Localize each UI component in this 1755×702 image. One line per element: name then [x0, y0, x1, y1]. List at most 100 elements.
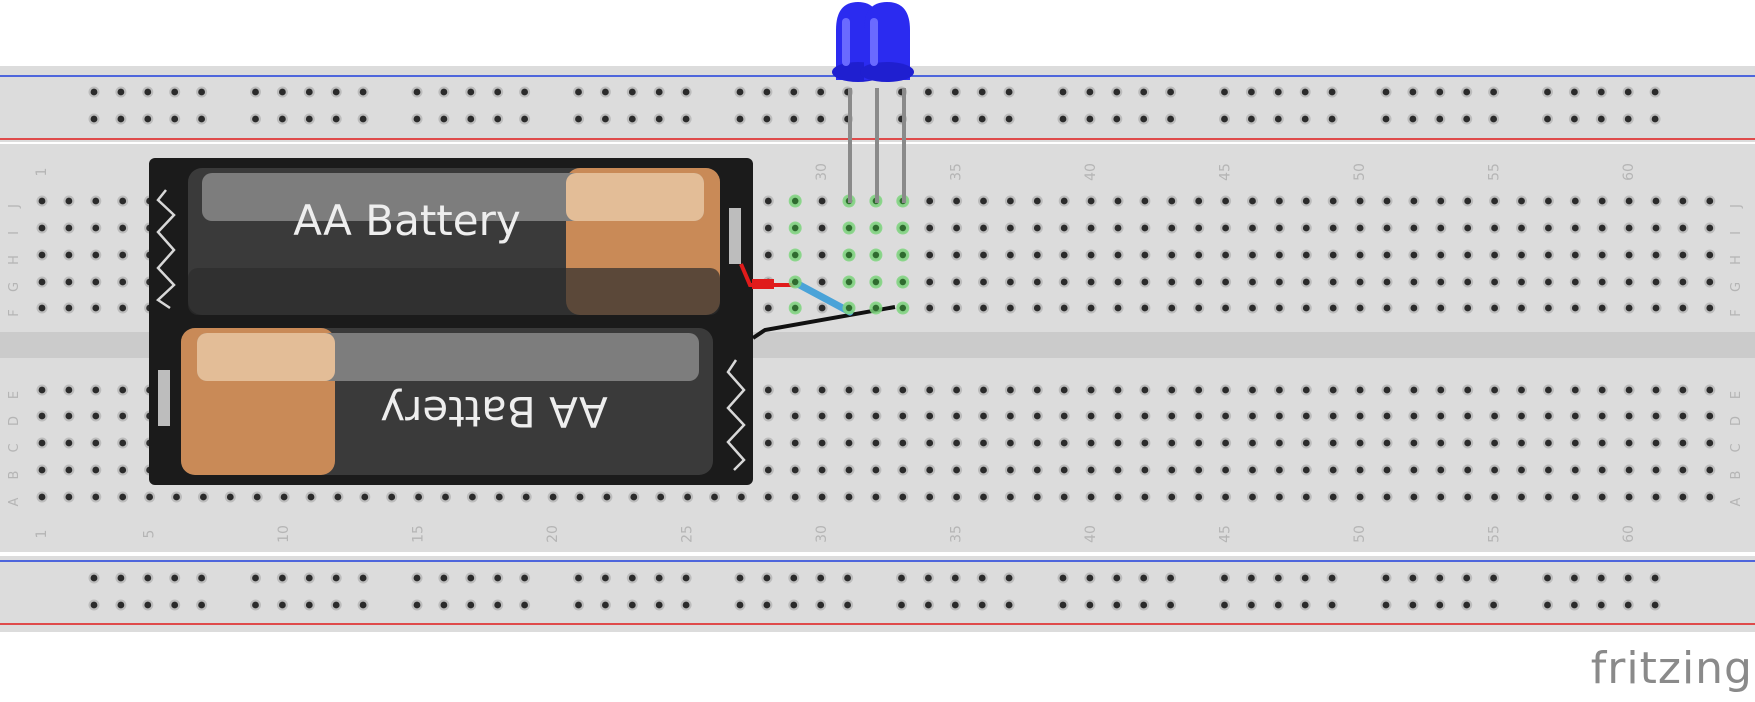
terminal-hole — [738, 493, 745, 501]
terminal-hole — [818, 304, 826, 312]
rail-hole — [925, 601, 932, 609]
rail-hole — [198, 115, 206, 123]
terminal-hole — [926, 466, 934, 474]
terminal-hole — [65, 278, 73, 286]
battery-pack[interactable]: AA Battery AA Battery — [149, 158, 753, 485]
terminal-hole — [1168, 251, 1176, 259]
terminal-hole — [1007, 197, 1014, 205]
rail-hole — [1436, 115, 1444, 123]
terminal-hole — [1222, 493, 1229, 501]
connected-hole — [899, 278, 906, 286]
terminal-hole — [953, 412, 960, 420]
terminal-hole — [522, 493, 530, 501]
rail-hole — [763, 601, 771, 609]
rail-hole — [117, 115, 125, 123]
terminal-hole — [1195, 304, 1203, 312]
connected-holes — [788, 194, 910, 315]
rail-hole — [198, 601, 206, 609]
terminal-hole — [119, 197, 127, 205]
rail-hole — [440, 115, 448, 123]
rail-hole — [1624, 574, 1632, 582]
rail-hole — [521, 115, 528, 123]
terminal-hole — [1625, 197, 1633, 205]
led-2[interactable] — [860, 2, 914, 203]
terminal-hole — [872, 439, 880, 447]
terminal-hole — [1141, 224, 1149, 232]
rail-hole — [494, 601, 502, 609]
terminal-hole — [980, 412, 987, 420]
rail-hole — [951, 574, 959, 582]
rail-hole — [1274, 115, 1282, 123]
terminal-hole — [1168, 493, 1176, 501]
terminal-hole — [791, 412, 799, 420]
terminal-hole — [1625, 224, 1633, 232]
terminal-hole — [953, 439, 960, 447]
terminal-hole — [1114, 251, 1122, 259]
terminal-hole — [92, 412, 100, 420]
rail-hole — [1463, 574, 1471, 582]
rail-hole — [1248, 574, 1255, 582]
terminal-hole — [1168, 304, 1176, 312]
rail-hole — [628, 574, 636, 582]
terminal-hole — [38, 466, 46, 474]
wire-red[interactable] — [739, 263, 795, 287]
battery-terminal-top — [729, 208, 741, 264]
rail-hole — [978, 601, 986, 609]
terminal-hole — [92, 278, 100, 286]
rail-hole — [1597, 574, 1605, 582]
rail-hole — [1544, 88, 1551, 96]
rail-hole — [575, 601, 582, 609]
row-label: B — [1729, 471, 1744, 480]
rail-hole — [925, 115, 932, 123]
terminal-hole — [1033, 278, 1041, 286]
terminal-hole — [764, 493, 772, 501]
terminal-hole — [1545, 278, 1552, 286]
terminal-hole — [1706, 197, 1714, 205]
terminal-hole — [764, 251, 772, 259]
terminal-hole — [1033, 197, 1041, 205]
terminal-hole — [65, 251, 73, 259]
terminal-hole — [1437, 386, 1445, 394]
terminal-hole — [1087, 439, 1095, 447]
terminal-hole — [791, 439, 799, 447]
terminal-hole — [119, 493, 127, 501]
terminal-hole — [1276, 197, 1283, 205]
rail-hole — [1328, 574, 1336, 582]
terminal-hole — [1706, 304, 1714, 312]
terminal-hole — [1598, 386, 1606, 394]
terminal-hole — [791, 386, 799, 394]
rail-hole — [1544, 115, 1551, 123]
terminal-hole — [65, 439, 73, 447]
terminal-hole — [119, 412, 127, 420]
rail-hole — [494, 88, 502, 96]
terminal-hole — [1571, 412, 1579, 420]
connected-hole — [899, 224, 906, 232]
terminal-hole — [1383, 386, 1391, 394]
terminal-hole — [1087, 493, 1095, 501]
row-label: D — [7, 416, 22, 426]
rail-hole — [440, 88, 448, 96]
rail-hole — [279, 115, 286, 123]
terminal-hole — [1249, 197, 1256, 205]
rail-hole — [1544, 574, 1551, 582]
rail-hole — [359, 115, 367, 123]
terminal-hole — [1276, 278, 1283, 286]
terminal-hole — [818, 197, 826, 205]
terminal-hole — [1329, 386, 1337, 394]
terminal-hole — [845, 493, 853, 501]
terminal-hole — [1679, 251, 1687, 259]
rail-hole — [1274, 88, 1282, 96]
terminal-hole — [1437, 304, 1445, 312]
rail-hole — [1113, 574, 1121, 582]
terminal-hole — [1491, 439, 1498, 447]
connected-hole — [845, 278, 853, 286]
terminal-hole — [953, 278, 960, 286]
terminal-hole — [1222, 304, 1229, 312]
wire-blue-jumper[interactable] — [792, 279, 854, 316]
terminal-hole — [1249, 493, 1256, 501]
terminal-hole — [1518, 439, 1525, 447]
terminal-hole — [1518, 466, 1525, 474]
rail-hole — [844, 601, 851, 609]
rail-hole — [1274, 601, 1282, 609]
